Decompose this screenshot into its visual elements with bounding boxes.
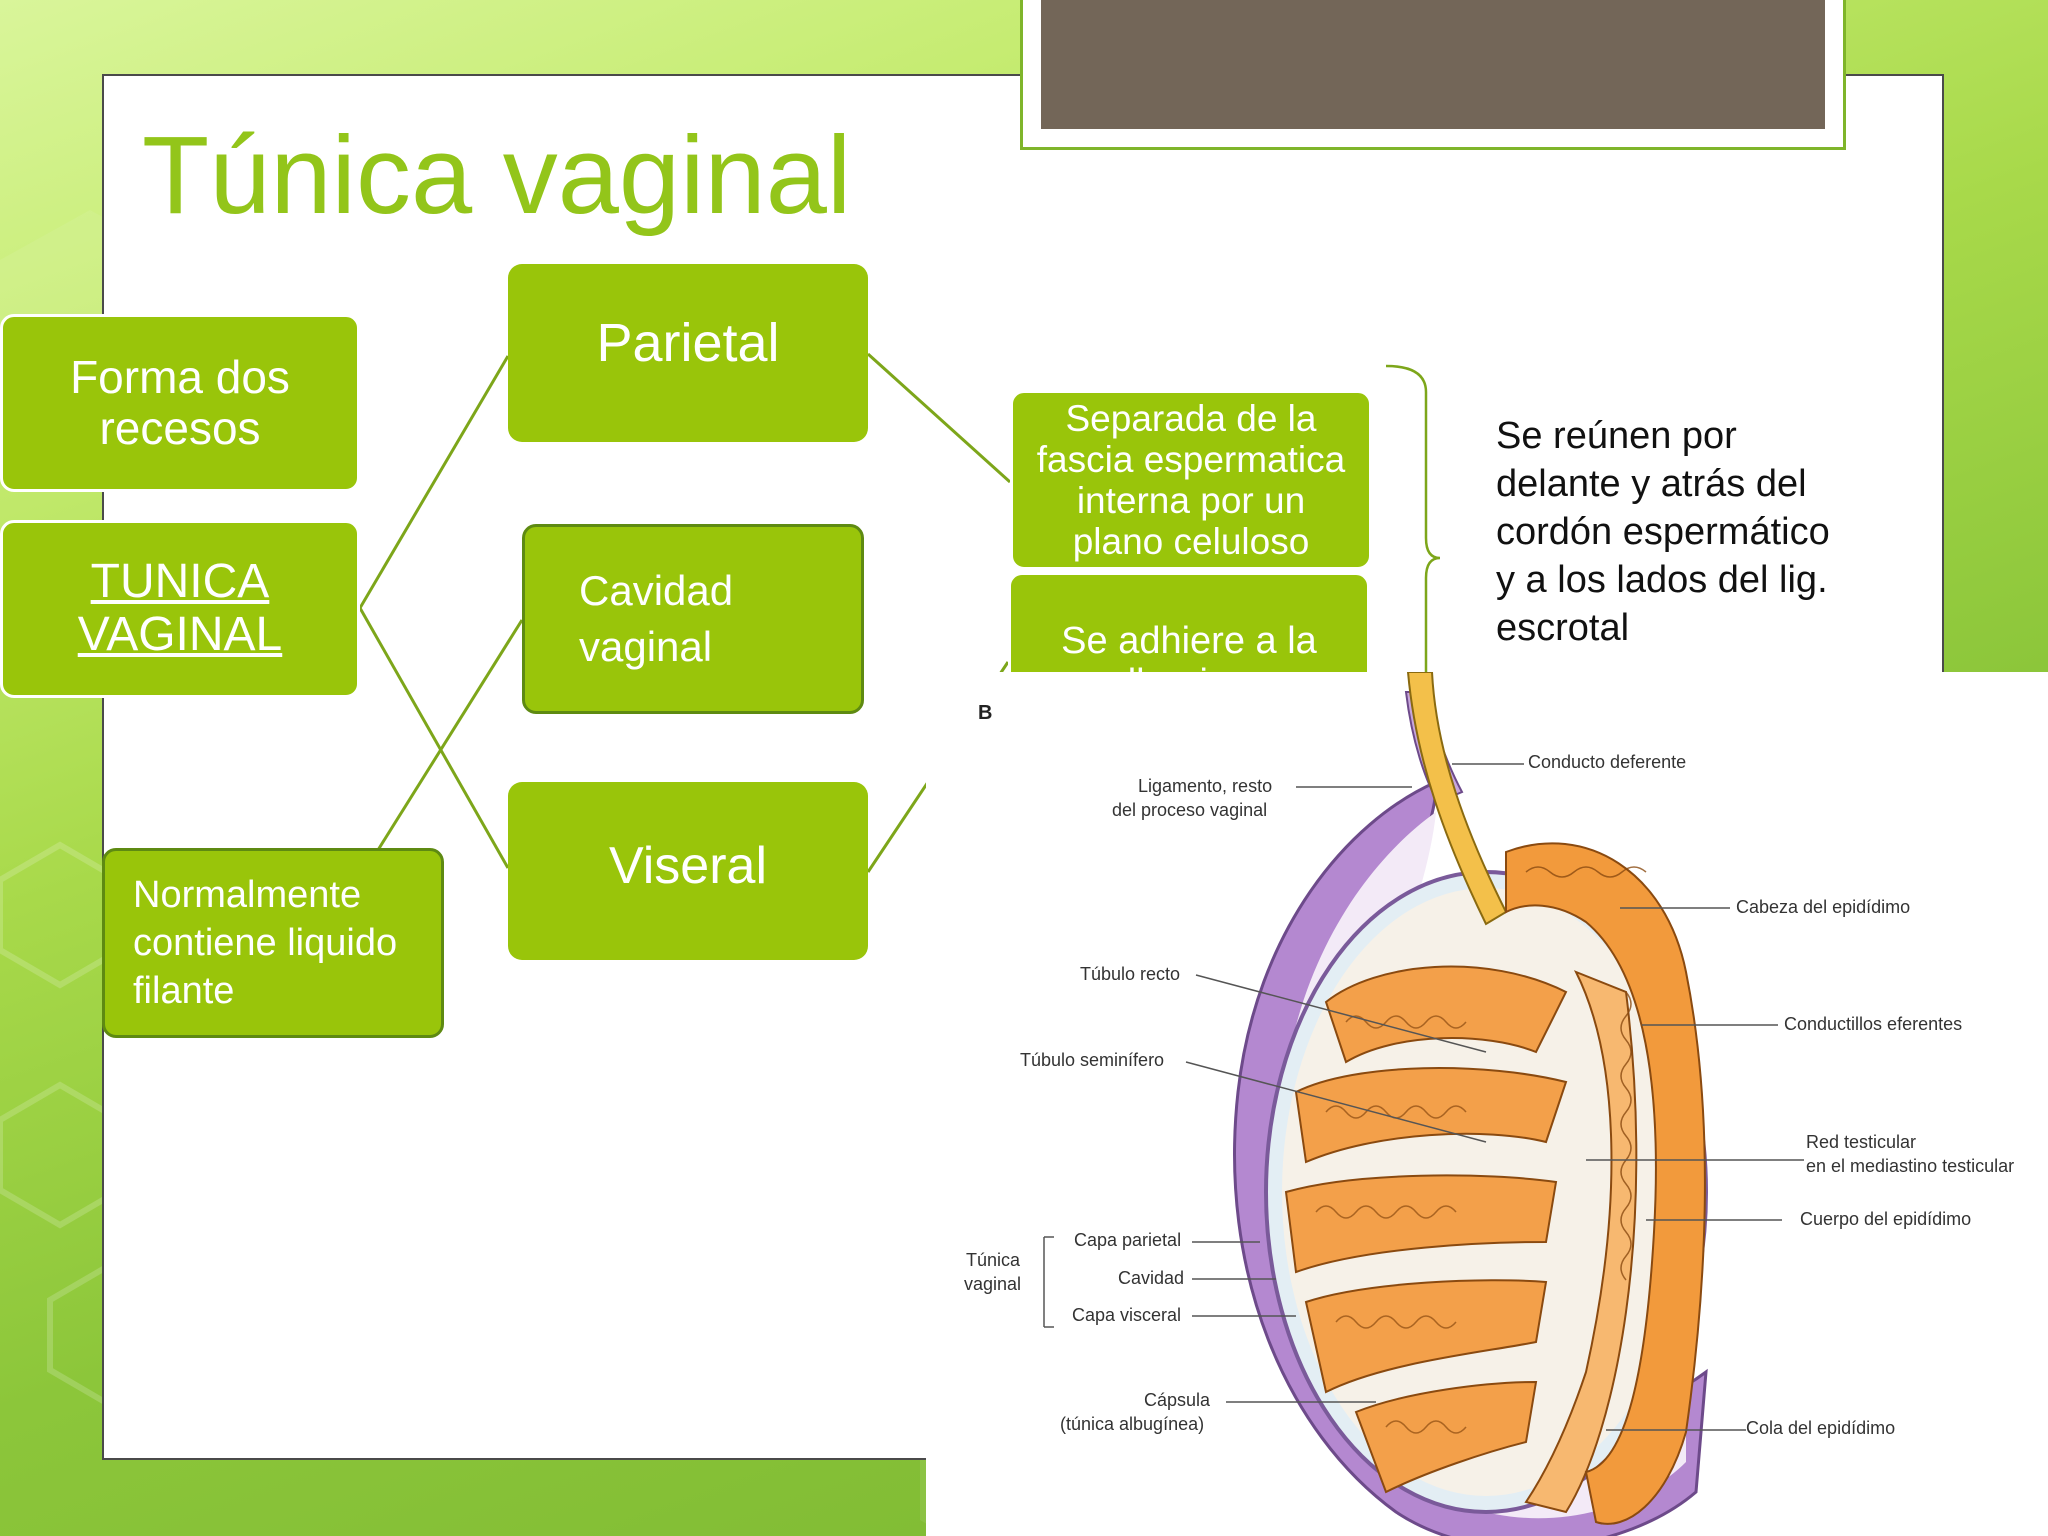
separada-line-2: fascia espermatica — [1036, 439, 1346, 480]
label-red-testicular-1: Red testicular — [1806, 1132, 1917, 1152]
box-cavidad-label: Cavidad vaginal — [579, 563, 733, 675]
note-line-1: Se reúnen por — [1496, 415, 1737, 457]
box-normalmente-label: Normalmente contiene liquido filante — [133, 871, 397, 1015]
label-cola-epididimo: Cola del epidídimo — [1746, 1418, 1896, 1438]
box-parietal: Parietal — [508, 264, 868, 442]
label-red-testicular-2: en el mediastino testicular — [1806, 1156, 2015, 1176]
adhiere-line-1: Se adhiere a la — [1061, 620, 1317, 662]
box-cavidad-vaginal: Cavidad vaginal — [522, 524, 864, 714]
label-tunica-2: vaginal — [964, 1274, 1022, 1294]
photo-placeholder — [1041, 0, 1825, 129]
tunica-line-2: VAGINAL — [77, 608, 283, 661]
separada-line-1: Separada de la — [1065, 398, 1317, 439]
slide-title: Túnica vaginal — [142, 114, 852, 237]
label-cuerpo-epididimo: Cuerpo del epidídimo — [1800, 1209, 1972, 1229]
figure-panel-letter: B — [978, 702, 993, 724]
label-tunica-1: Túnica — [966, 1250, 1021, 1270]
note-line-2: delante y atrás del — [1496, 463, 1807, 505]
label-tubulo-seminifero: Túbulo seminífero — [1020, 1050, 1165, 1070]
label-tubulo-recto: Túbulo recto — [1080, 964, 1181, 984]
label-capa-parietal: Capa parietal — [1074, 1230, 1182, 1250]
label-cabeza-epididimo: Cabeza del epidídimo — [1736, 897, 1911, 917]
label-conducto-deferente: Conducto deferente — [1528, 752, 1687, 772]
normalmente-line-1: Normalmente — [133, 874, 362, 916]
box-parietal-label: Parietal — [596, 313, 780, 373]
box-normalmente: Normalmente contiene liquido filante — [102, 848, 444, 1038]
label-capsula-1: Cápsula — [1144, 1390, 1211, 1410]
normalmente-line-3: filante — [133, 970, 235, 1012]
note-line-4: y a los lados del lig. — [1496, 559, 1828, 601]
photo-placeholder-frame — [1020, 0, 1846, 150]
cavidad-line-1: Cavidad — [579, 567, 734, 614]
testis-illustration — [1043, 672, 1804, 1536]
separada-line-4: plano celuloso — [1072, 521, 1310, 562]
box-separada-label: Separada de la fascia espermatica intern… — [1037, 398, 1345, 562]
label-ligamento-1: Ligamento, resto — [1138, 776, 1273, 796]
normalmente-line-2: contiene liquido — [133, 922, 398, 964]
note-line-3: cordón espermático — [1496, 511, 1830, 553]
label-capsula-2: (túnica albugínea) — [1060, 1414, 1205, 1434]
tunica-line-1: TUNICA — [90, 555, 270, 609]
label-capa-visceral: Capa visceral — [1072, 1305, 1182, 1325]
box-viseral-label: Viseral — [608, 837, 767, 895]
cavidad-line-2: vaginal — [579, 623, 713, 670]
separada-line-3: interna por un — [1076, 480, 1306, 521]
label-conductillos-eferentes: Conductillos eferentes — [1784, 1014, 1963, 1034]
note-line-5: escrotal — [1496, 607, 1630, 649]
box-tunica-vaginal: TUNICA VAGINAL — [0, 520, 360, 698]
label-ligamento-2: del proceso vaginal — [1112, 800, 1268, 820]
box-forma-label: Forma dos recesos — [70, 351, 290, 454]
side-note: Se reúnen por delante y atrás del cordón… — [1496, 412, 1896, 652]
testis-anatomy-figure: B Conducto deferente Ligamento, resto de… — [926, 672, 2048, 1536]
box-tunica-label: TUNICA VAGINAL — [77, 555, 283, 662]
label-cavidad: Cavidad — [1118, 1268, 1185, 1288]
box-separada: Separada de la fascia espermatica intern… — [1010, 390, 1372, 570]
box-forma-dos-recesos: Forma dos recesos — [0, 314, 360, 492]
box-viseral: Viseral — [508, 782, 868, 960]
